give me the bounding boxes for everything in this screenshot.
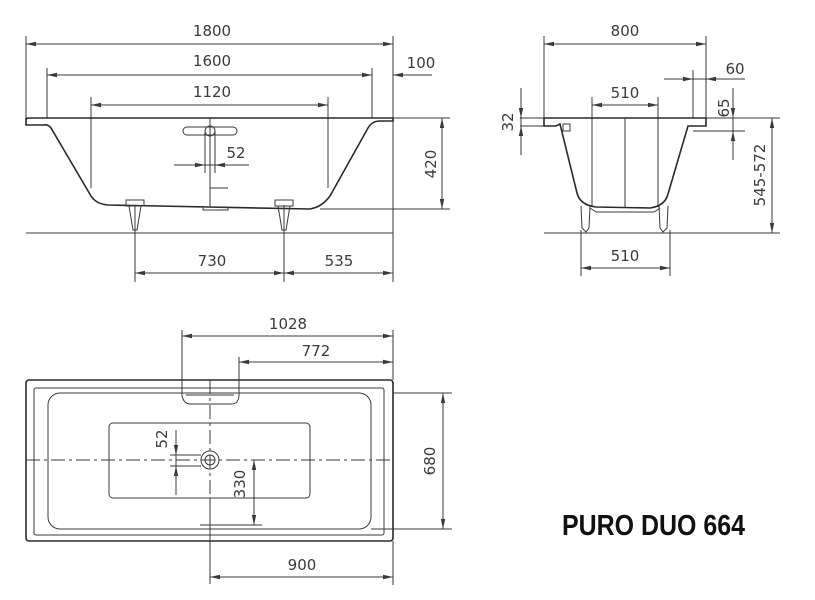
- side-view: 1800 1600 100 1120 52 420 730 535: [25, 22, 450, 282]
- dim-overall-length: 1800: [193, 22, 231, 40]
- foot-left-icon: [125, 199, 145, 231]
- top-view: 1028 772 52 330 680 900: [25, 315, 452, 585]
- dim-inner-width: 680: [421, 447, 439, 476]
- dim-rim-width: 100: [407, 54, 436, 72]
- dim-feet-spacing: 730: [198, 252, 227, 270]
- dim-overflow-inner: 772: [302, 342, 331, 360]
- dim-bottom-width: 510: [611, 84, 640, 102]
- end-view: 800 60 510 32 65 545-572 510: [499, 22, 780, 276]
- dim-drain-offset: 330: [231, 470, 249, 499]
- product-title: PURO DUO 664: [562, 510, 745, 542]
- dim-overflow-diameter: 52: [226, 144, 245, 162]
- dim-foot-to-end: 535: [325, 252, 354, 270]
- dim-bottom-length: 1120: [193, 83, 231, 101]
- dim-end-feet-spacing: 510: [611, 247, 640, 265]
- dim-overall-width: 800: [611, 22, 640, 40]
- dim-height-range: 545-572: [751, 144, 769, 207]
- dim-end-rim-width: 60: [725, 60, 744, 78]
- dim-overflow-position: 1028: [269, 315, 307, 333]
- dim-drain-diameter: 52: [153, 429, 171, 448]
- foot-right-icon: [274, 199, 294, 231]
- dim-inner-length: 1600: [193, 52, 231, 70]
- dim-depth: 420: [422, 150, 440, 179]
- dim-rim-drop: 65: [715, 98, 733, 117]
- dim-drain-from-end: 900: [288, 556, 317, 574]
- dim-rim-thickness: 32: [499, 112, 517, 131]
